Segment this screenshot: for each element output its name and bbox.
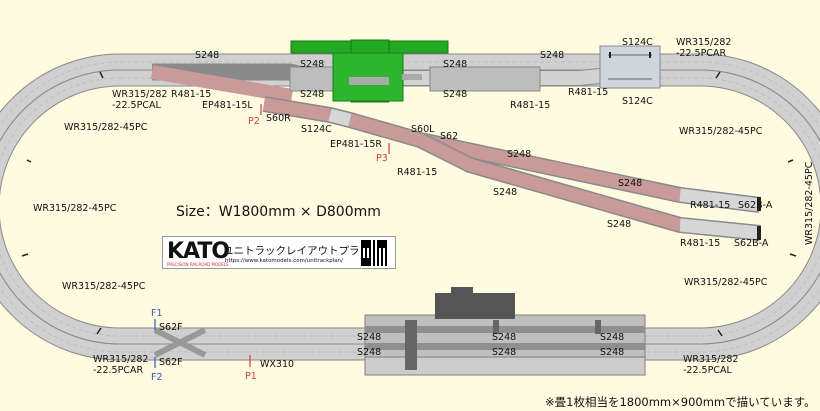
label-s248: S248 — [600, 347, 624, 358]
label-r481-15: R481-15 — [510, 100, 550, 111]
label-s248: S248 — [300, 59, 324, 70]
label-s248: S248 — [493, 187, 517, 198]
plan-title: ユニトラックレイアウトプラン — [223, 245, 370, 257]
label-r481-15: R481-15 — [171, 89, 211, 100]
point-p2-label: P2 — [248, 116, 260, 127]
label-s60r: S60R — [266, 113, 291, 124]
label-s248: S248 — [492, 332, 516, 343]
label-s62f: S62F — [159, 322, 183, 333]
label-wr315-45pc: WR315/282-45PC — [62, 281, 146, 292]
label-s248: S248 — [540, 50, 564, 61]
label-s248: S248 — [300, 89, 324, 100]
label-wr315-45pc: WR315/282-45PC — [684, 277, 768, 288]
label-wx310: WX310 — [260, 359, 294, 370]
kato-logo-box: KATO PRECISION RAILROAD MODELS ユニトラックレイア… — [162, 236, 396, 269]
point-p3-label: P3 — [376, 153, 388, 164]
label-s60l: S60L — [411, 124, 435, 135]
bottom-station — [153, 287, 646, 376]
label-s248: S248 — [618, 178, 642, 189]
label-s248: S248 — [607, 219, 631, 230]
qr-code-icon — [361, 240, 387, 266]
label-wr315-225pcal: WR315/282-22.5PCAL — [112, 89, 167, 111]
point-labels: P2 P3 P1 F1 F2 — [151, 116, 388, 383]
point-markers — [249, 104, 390, 367]
label-s248: S248 — [507, 149, 531, 160]
label-wr315-45pc: WR315/282-45PC — [33, 203, 117, 214]
label-r481-15: R481-15 — [397, 167, 437, 178]
green-structure — [290, 39, 449, 103]
label-wr315-45pc: WR315/282-45PC — [679, 126, 763, 137]
feeder-f2-label: F2 — [151, 372, 163, 383]
diagonal-branch — [262, 96, 761, 241]
feeder-f1-label: F1 — [151, 308, 163, 319]
kato-tagline: PRECISION RAILROAD MODELS — [167, 262, 229, 267]
label-r481-15: R481-15 — [680, 238, 720, 249]
kato-logo: KATO — [167, 239, 230, 264]
label-s124c: S124C — [622, 37, 653, 48]
label-wr315-225pcar: WR315/282-22.5PCAR — [676, 37, 731, 59]
label-s248: S248 — [357, 347, 381, 358]
track-labels: S248 S248 S248 S248 S248 S248 S124C S124… — [33, 37, 815, 376]
label-s248: S248 — [195, 50, 219, 61]
label-s248: S248 — [600, 332, 624, 343]
outer-loop — [0, 53, 820, 361]
label-wr315-225pcal: WR315/282-22.5PCAL — [683, 354, 738, 376]
label-r481-15: R481-15 — [568, 87, 608, 98]
label-ep481-15r: EP481-15R — [330, 139, 382, 150]
label-s248: S248 — [443, 89, 467, 100]
label-s124c: S124C — [622, 96, 653, 107]
point-p1-label: P1 — [245, 371, 257, 382]
label-s124c: S124C — [301, 124, 332, 135]
label-s248: S248 — [443, 59, 467, 70]
label-s62b-a: S62B-A — [734, 238, 769, 249]
label-s248: S248 — [357, 332, 381, 343]
label-s248: S248 — [492, 347, 516, 358]
label-wr315-225pcar: WR315/282-22.5PCAR — [93, 354, 148, 376]
footer-note: ※畳1枚相当を1800mm×900mmで描いています。 — [545, 395, 816, 409]
label-s62f: S62F — [159, 357, 183, 368]
plan-url: https://www.katomodels.com/unitrackplan/ — [225, 258, 343, 264]
label-wr315-45pc: WR315/282-45PC — [804, 161, 815, 245]
label-s62: S62 — [440, 131, 458, 142]
label-s62b-a: S62B-A — [738, 200, 773, 211]
size-label: Size：W1800mm × D800mm — [176, 204, 381, 220]
label-wr315-45pc: WR315/282-45PC — [64, 122, 148, 133]
label-r481-15: R481-15 — [690, 200, 730, 211]
label-ep481-15l: EP481-15L — [202, 100, 253, 111]
